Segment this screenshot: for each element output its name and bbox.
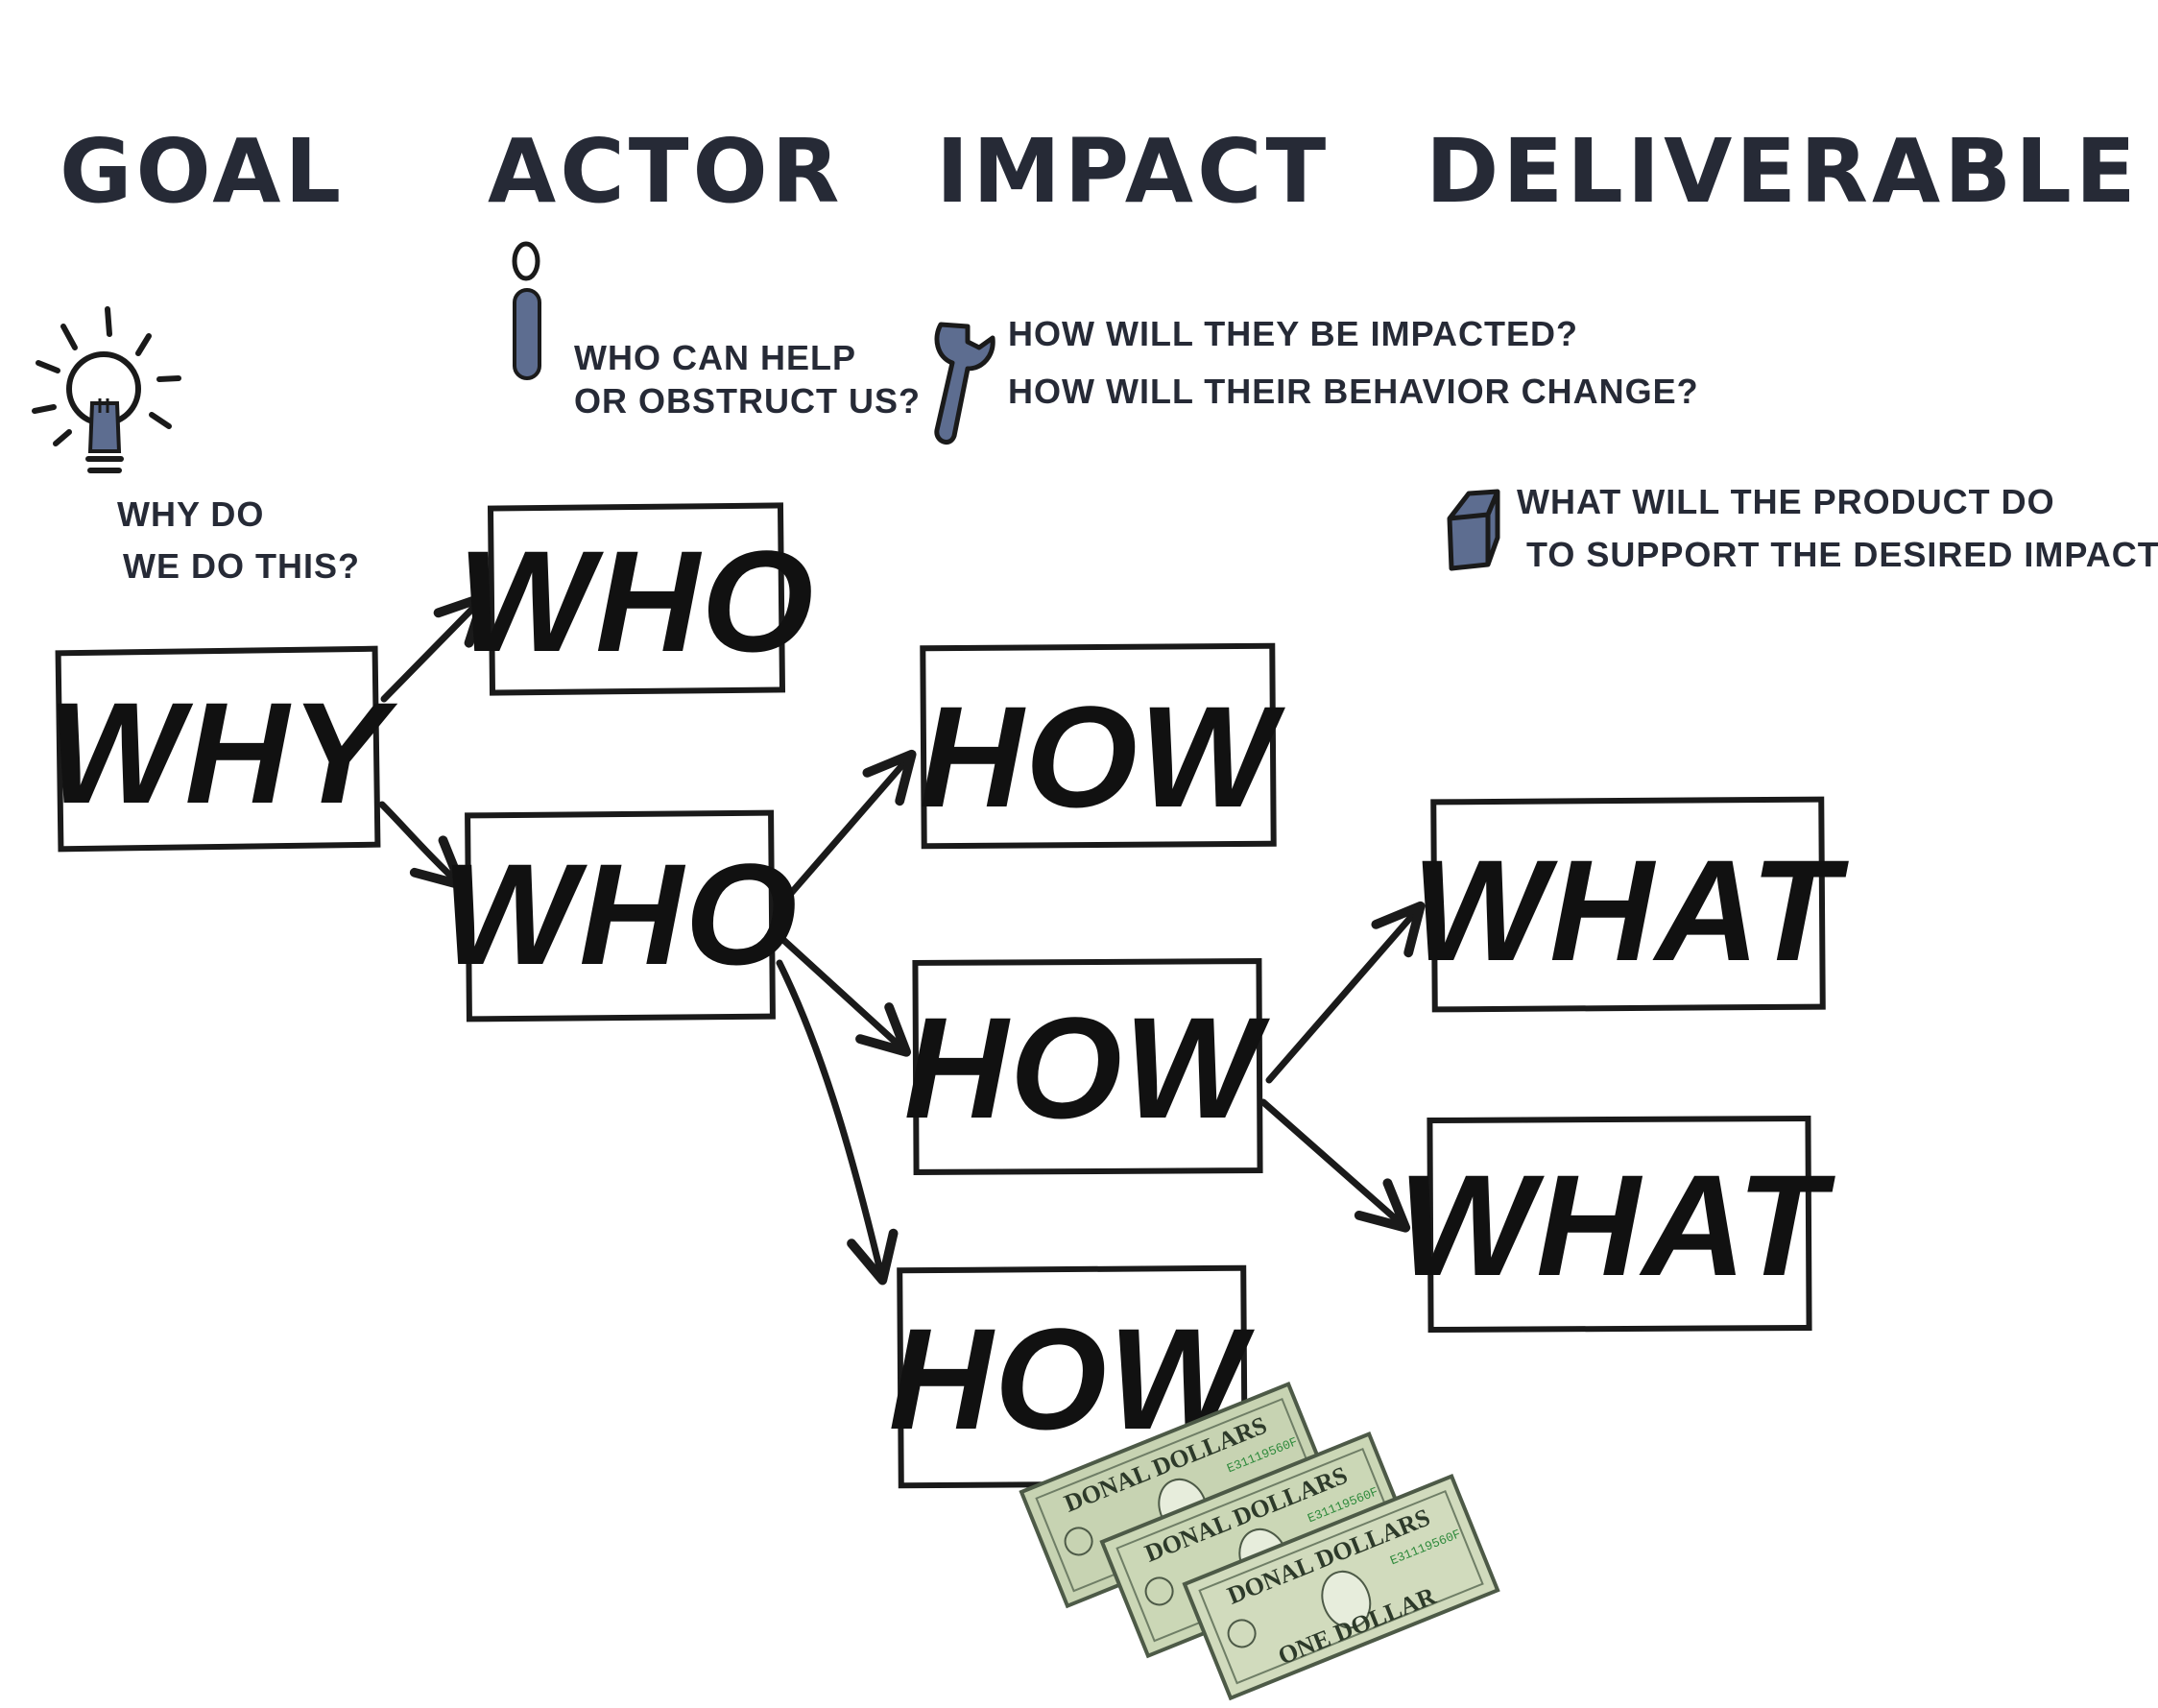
bill-3-seal	[1227, 1619, 1257, 1648]
person-icon	[512, 241, 541, 380]
arrows	[378, 592, 1426, 1286]
deliverable-note-line2: TO SUPPORT THE DESIRED IMPACT?	[1526, 535, 2158, 574]
arrow-how2-to-what1	[1265, 901, 1426, 1084]
header-deliverable: DELIVERABLE	[1426, 120, 2140, 223]
box-who-1: WHO	[458, 502, 816, 696]
goal-note-line2: WE DO THIS?	[123, 546, 360, 586]
box-who-1-label: WHO	[458, 520, 816, 682]
box-how-2-label: HOW	[904, 987, 1271, 1148]
arrow-who2-to-how1	[783, 749, 917, 902]
arrow-why-to-who1	[380, 592, 489, 703]
box-what-2: WHAT	[1399, 1115, 1836, 1334]
cube-icon	[1447, 489, 1500, 571]
header-goal: GOAL	[60, 120, 345, 223]
dollar-bills: DONAL DOLLARS E31119560F ONE DOLLAR DONA…	[1019, 1382, 1500, 1701]
box-what-2-label: WHAT	[1399, 1144, 1836, 1306]
box-how-3: HOW	[889, 1264, 1254, 1489]
lightbulb-icon	[32, 306, 181, 473]
bill-1-seal	[1064, 1527, 1093, 1556]
actor-note-line1: WHO CAN HELP	[574, 338, 856, 377]
impact-note-line2: HOW WILL THEIR BEHAVIOR CHANGE?	[1008, 372, 1699, 411]
header-impact: IMPACT	[936, 120, 1330, 223]
box-who-2-label: WHO	[442, 833, 800, 995]
wrench-icon	[934, 322, 995, 445]
bill-3-portrait	[1321, 1570, 1372, 1629]
box-why-label: WHY	[47, 672, 398, 833]
goal-note-line1: WHY DO	[117, 494, 264, 534]
arrow-who2-to-how3	[776, 959, 899, 1286]
header-actor: ACTOR	[488, 120, 844, 223]
box-what-1: WHAT	[1412, 796, 1850, 1013]
impact-note-line1: HOW WILL THEY BE IMPACTED?	[1008, 314, 1578, 353]
box-how-2: HOW	[904, 958, 1271, 1175]
box-how-1: HOW	[920, 642, 1286, 850]
box-how-1-label: HOW	[920, 676, 1286, 837]
bill-2-seal	[1144, 1576, 1174, 1606]
deliverable-note-line1: WHAT WILL THE PRODUCT DO	[1517, 482, 2055, 521]
box-what-1-label: WHAT	[1412, 830, 1850, 991]
arrow-who2-to-how2	[779, 935, 912, 1057]
box-who-2: WHO	[442, 809, 800, 1022]
arrow-how2-to-what2	[1259, 1098, 1411, 1233]
actor-note-line2: OR OBSTRUCT US?	[574, 381, 921, 421]
arrow-why-to-who2	[378, 801, 467, 890]
box-why: WHY	[47, 645, 398, 853]
